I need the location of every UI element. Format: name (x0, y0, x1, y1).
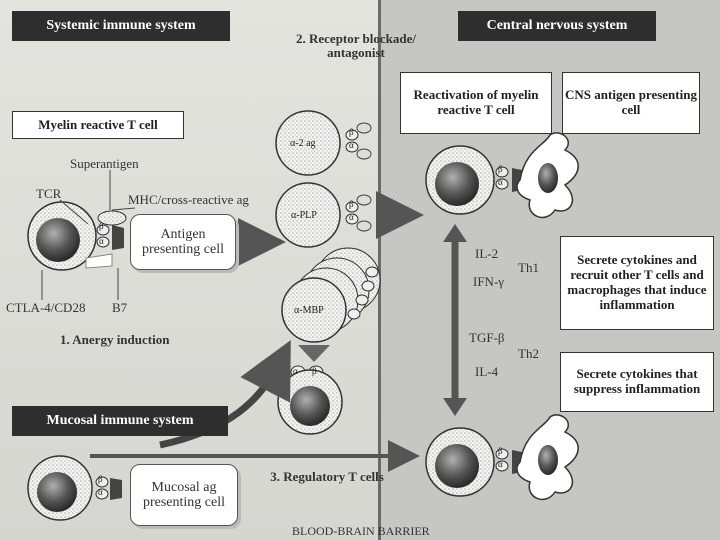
box-secrete-inflammation: Secrete cytokines and recruit other T ce… (560, 236, 714, 330)
mucosal-alpha: α (98, 487, 103, 497)
aplp-beta: β (349, 199, 354, 209)
systemic-beta: β (99, 221, 104, 231)
label-blood-brain-barrier: BLOOD-BRAIN BARRIER (292, 524, 430, 538)
mucosal-t-cell (27, 455, 122, 521)
a2ag-alpha: α (349, 140, 354, 150)
box-mucosal-apc: Mucosal ag presenting cell (130, 464, 238, 526)
cns-t-cell-bottom (425, 427, 522, 497)
cns-bottom-alpha: α (498, 459, 503, 469)
header-systemic: Systemic immune system (12, 11, 230, 41)
mhc-shape (112, 225, 124, 250)
cns-top-alpha: α (498, 177, 503, 187)
tcr-receptor (96, 224, 110, 248)
label-il2: IL-2 (475, 246, 499, 261)
box-reactivation: Reactivation of myelin reactive T cell (400, 72, 552, 134)
blood-brain-barrier-line (378, 0, 381, 540)
label-tcr: TCR (36, 186, 62, 201)
cns-apc-top (516, 132, 579, 219)
t-cell-a2ag (275, 110, 372, 176)
curved-arrow-regulatory (159, 340, 291, 449)
t-cell-stack-ambp (281, 247, 381, 343)
th1-th2-double-arrow (443, 224, 467, 416)
box-myelin-t-cell: Myelin reactive T cell (12, 111, 184, 139)
label-th2: Th2 (518, 346, 539, 361)
systemic-t-cell (27, 201, 97, 271)
label-ctla4: CTLA-4/CD28 (6, 300, 86, 315)
header-mucosal: Mucosal immune system (12, 406, 228, 436)
label-ambp: α-MBP (294, 305, 324, 316)
mucosal-beta: β (98, 474, 103, 484)
a2ag-beta: β (349, 127, 354, 137)
cns-t-cell-top (425, 145, 522, 215)
label-receptor-blockade: 2. Receptor blockade/ antagonist (296, 31, 416, 61)
cns-top-beta: β (498, 164, 503, 174)
label-th1: Th1 (518, 260, 539, 275)
label-regulatory-t-cells: 3. Regulatory T cells (270, 469, 384, 484)
regulatory-beta: β (312, 366, 317, 376)
cns-bottom-beta: β (498, 446, 503, 456)
cns-apc-bottom (516, 414, 579, 501)
box-antigen-presenting-cell: Antigen presenting cell (130, 214, 236, 270)
label-il4: IL-4 (475, 364, 499, 379)
aplp-alpha: α (349, 212, 354, 222)
label-aplp: α-PLP (291, 210, 317, 221)
t-cell-aplp (275, 182, 372, 248)
label-tgf-beta: TGF-β (469, 330, 505, 345)
antibody-mbp-shape (298, 345, 330, 362)
box-secrete-suppress: Secrete cytokines that suppress inflamma… (560, 352, 714, 412)
label-mhc: MHC/cross-reactive ag (128, 192, 249, 207)
regulatory-t-cell (277, 365, 343, 435)
header-cns: Central nervous system (458, 11, 656, 41)
regulatory-alpha: α (293, 366, 298, 376)
label-superantigen: Superantigen (70, 156, 139, 171)
systemic-alpha: α (99, 236, 104, 246)
box-cns-apc: CNS antigen presenting cell (562, 72, 700, 134)
label-b7: B7 (112, 300, 128, 315)
ctla4-shape (85, 253, 113, 269)
label-anergy-induction: 1. Anergy induction (60, 332, 170, 347)
label-ifn-gamma: IFN-γ (473, 274, 505, 289)
label-a2ag: α-2 ag (290, 138, 316, 149)
